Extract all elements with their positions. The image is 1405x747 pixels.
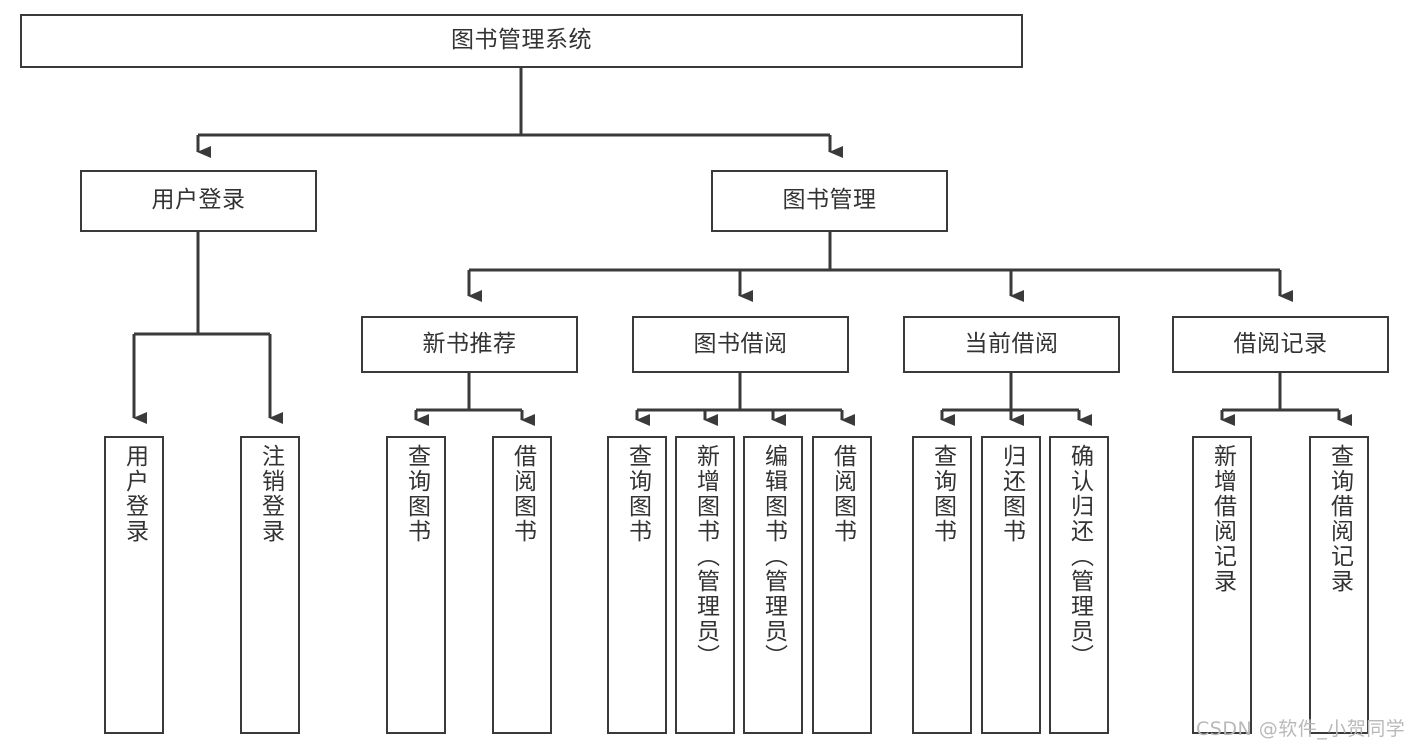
node-label: 图书借阅 bbox=[693, 330, 788, 357]
node-label: 查询图书 bbox=[403, 444, 430, 544]
node-label: 用户登录 bbox=[121, 444, 148, 544]
node-book-borrow[interactable]: 图书借阅 bbox=[632, 316, 849, 373]
node-leaf-user-login[interactable]: 用户登录 bbox=[104, 436, 164, 734]
node-new-book-recommend[interactable]: 新书推荐 bbox=[361, 316, 578, 373]
node-label: 借阅图书 bbox=[829, 444, 856, 544]
node-borrow-record[interactable]: 借阅记录 bbox=[1172, 316, 1389, 373]
node-label: 查询图书 bbox=[929, 444, 956, 544]
node-leaf-logout[interactable]: 注销登录 bbox=[240, 436, 300, 734]
node-label: 图书管理系统 bbox=[451, 27, 592, 54]
node-book-management[interactable]: 图书管理 bbox=[711, 170, 948, 232]
node-leaf-current-query-book[interactable]: 查询图书 bbox=[912, 436, 972, 734]
node-label: 借阅图书 bbox=[509, 444, 536, 544]
node-label: 查询借阅记录 bbox=[1326, 444, 1353, 594]
node-leaf-borrow-query-book[interactable]: 查询图书 bbox=[607, 436, 667, 734]
node-label: 借阅记录 bbox=[1233, 330, 1328, 357]
node-label: 新书推荐 bbox=[422, 330, 517, 357]
node-root-system[interactable]: 图书管理系统 bbox=[20, 14, 1023, 68]
node-label: 注销登录 bbox=[257, 444, 284, 544]
node-leaf-return-book[interactable]: 归还图书 bbox=[981, 436, 1041, 734]
node-label: 查询图书 bbox=[624, 444, 651, 544]
node-leaf-recommend-query-book[interactable]: 查询图书 bbox=[386, 436, 446, 734]
node-label: 确认归还（管理员） bbox=[1066, 444, 1093, 669]
node-label: 图书管理 bbox=[782, 187, 877, 214]
node-leaf-confirm-return-admin[interactable]: 确认归还（管理员） bbox=[1049, 436, 1109, 734]
node-label: 用户登录 bbox=[151, 187, 246, 214]
node-leaf-borrow-book[interactable]: 借阅图书 bbox=[812, 436, 872, 734]
node-label: 当前借阅 bbox=[964, 330, 1059, 357]
node-leaf-edit-book-admin[interactable]: 编辑图书（管理员） bbox=[743, 436, 803, 734]
node-label: 新增借阅记录 bbox=[1209, 444, 1236, 594]
node-label: 归还图书 bbox=[998, 444, 1025, 544]
node-label: 新增图书（管理员） bbox=[692, 444, 719, 669]
node-current-borrow[interactable]: 当前借阅 bbox=[903, 316, 1120, 373]
node-label: 编辑图书（管理员） bbox=[760, 444, 787, 669]
node-leaf-add-borrow-record[interactable]: 新增借阅记录 bbox=[1192, 436, 1252, 734]
node-user-login[interactable]: 用户登录 bbox=[80, 170, 317, 232]
node-leaf-recommend-borrow-book[interactable]: 借阅图书 bbox=[492, 436, 552, 734]
node-leaf-add-book-admin[interactable]: 新增图书（管理员） bbox=[675, 436, 735, 734]
node-leaf-query-borrow-record[interactable]: 查询借阅记录 bbox=[1309, 436, 1369, 734]
